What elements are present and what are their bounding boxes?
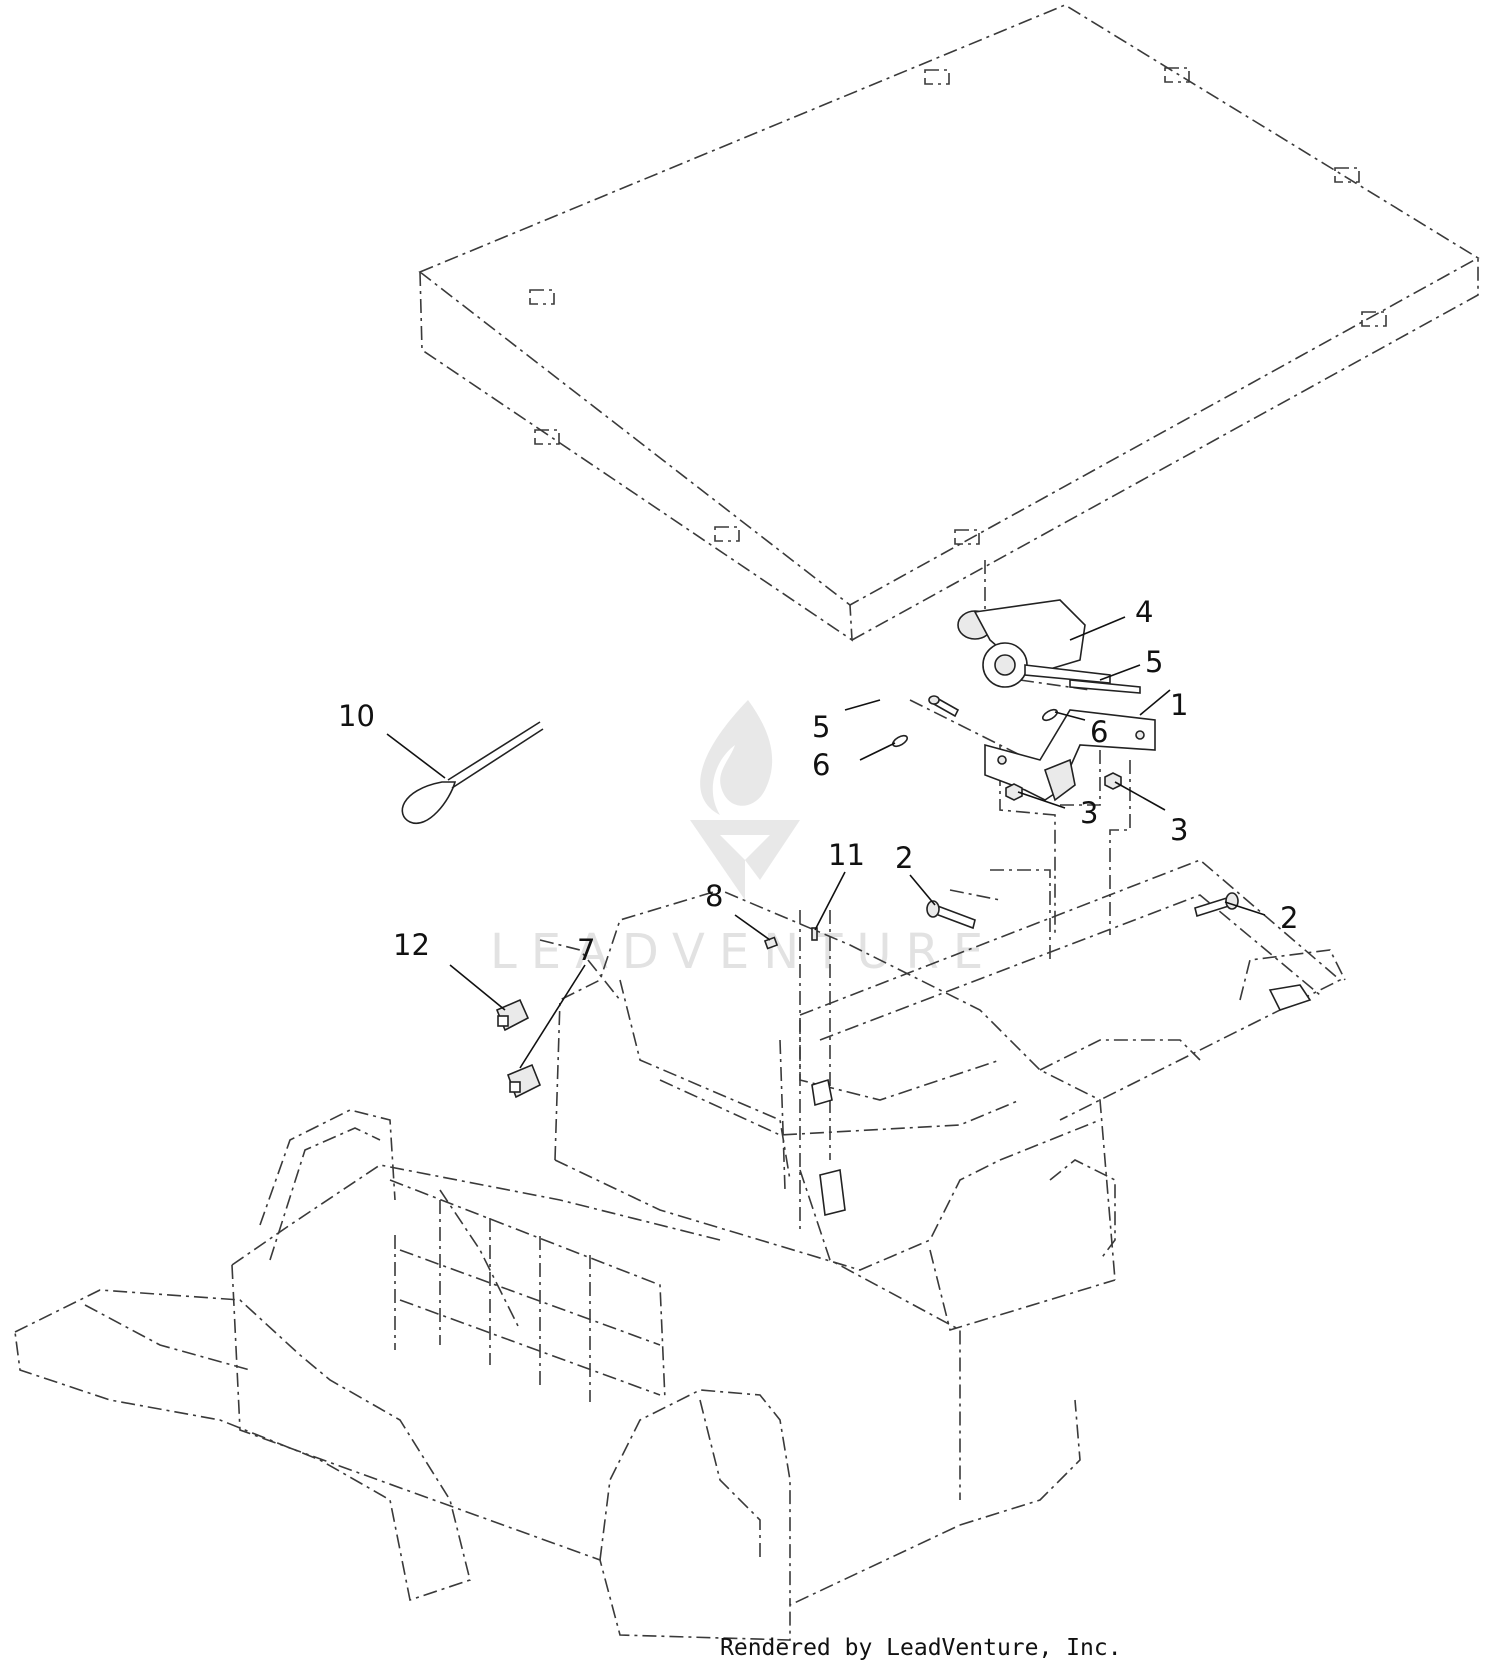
leader-lines bbox=[386, 616, 1266, 1069]
callout-7: 7 bbox=[577, 933, 595, 967]
bolt-left bbox=[926, 900, 976, 930]
latch-assembly bbox=[811, 984, 1312, 1216]
roof-clips bbox=[529, 67, 1387, 545]
cotter-right bbox=[1041, 708, 1059, 722]
bracket bbox=[984, 709, 1156, 802]
nut-left bbox=[1005, 783, 1023, 801]
nut-right bbox=[1104, 772, 1122, 790]
actuator bbox=[957, 599, 1111, 688]
callout-11: 11 bbox=[828, 838, 865, 872]
callout-10: 10 bbox=[338, 699, 375, 733]
callout-3-left: 3 bbox=[1080, 796, 1098, 830]
screw bbox=[811, 927, 818, 941]
watermark-logo bbox=[690, 700, 800, 900]
callout-3-right: 3 bbox=[1170, 813, 1188, 847]
cotter-left bbox=[891, 734, 909, 748]
pin-left bbox=[928, 695, 960, 718]
callout-6-right: 6 bbox=[1090, 715, 1108, 749]
callout-12: 12 bbox=[393, 928, 430, 962]
callout-8: 8 bbox=[705, 879, 723, 913]
callout-6-left: 6 bbox=[812, 748, 830, 782]
callout-5-right: 5 bbox=[1145, 645, 1163, 679]
vehicle-frame bbox=[14, 560, 1346, 1641]
pin-right bbox=[1069, 679, 1141, 694]
callout-4: 4 bbox=[1135, 595, 1153, 629]
render-credit: Rendered by LeadVenture, Inc. bbox=[720, 1635, 1122, 1661]
switch-upper bbox=[495, 998, 530, 1032]
callout-2-right: 2 bbox=[1280, 901, 1298, 935]
watermark-text: LEADVENTURE bbox=[490, 924, 997, 980]
switch bbox=[506, 1063, 542, 1099]
callout-5-left: 5 bbox=[812, 710, 830, 744]
callout-2-left: 2 bbox=[895, 841, 913, 875]
roof-panel bbox=[418, 4, 1480, 642]
callout-1: 1 bbox=[1170, 688, 1188, 722]
cable-tie bbox=[401, 721, 544, 825]
